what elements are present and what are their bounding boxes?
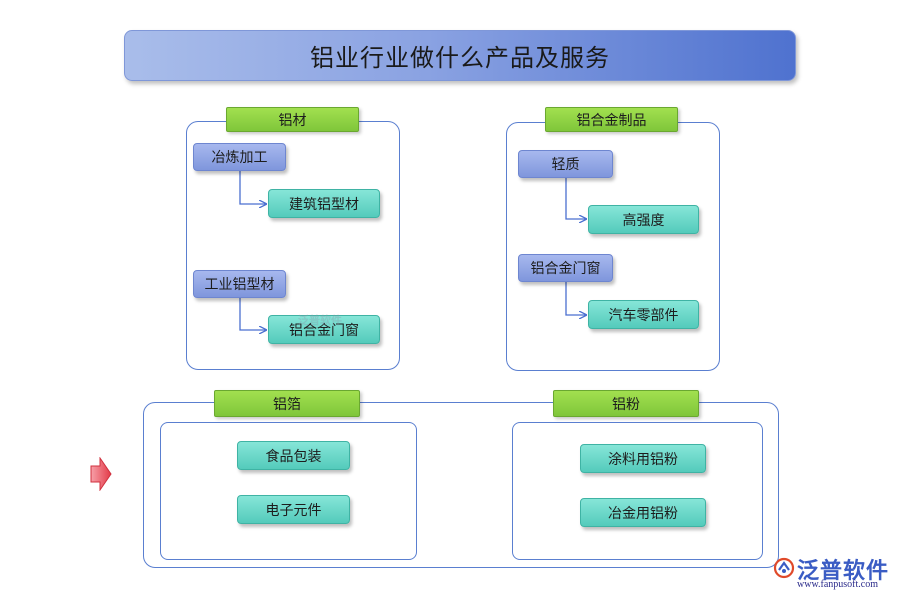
node-coating-powder: 涂料用铝粉 [580,444,706,473]
node-auto-parts: 汽车零部件 [588,300,699,329]
node-alloy-door-window-1: 铝合金门窗 [268,315,380,344]
brand-name: 泛普软件 [797,559,890,584]
node-lightweight: 轻质 [518,150,613,178]
tag-foil: 铝箔 [214,390,360,417]
page-title: 铝业行业做什么产品及服务 [124,30,796,81]
tag-aluminum-material: 铝材 [226,107,359,132]
brand-url: www.fanpusoft.com [797,579,879,590]
node-building-profile: 建筑铝型材 [268,189,380,218]
watermark-text: 泛普软件 [298,314,342,327]
node-alloy-door-window-2: 铝合金门窗 [518,254,613,282]
connector-alloy-window [565,281,586,315]
right-arrow-icon [90,457,112,491]
node-metallurgy-powder: 冶金用铝粉 [580,498,706,527]
connector-industrial [239,297,266,330]
section-frame-powder [512,422,763,560]
connector-smelting [239,171,266,204]
fanpu-logo-icon [773,557,795,579]
tag-alloy-products: 铝合金制品 [545,107,678,132]
connector-lightweight [565,178,586,219]
node-industrial-profile: 工业铝型材 [193,270,286,298]
node-smelting-processing: 冶炼加工 [193,143,286,171]
node-food-packaging: 食品包装 [237,441,350,470]
node-high-strength: 高强度 [588,205,699,234]
tag-powder: 铝粉 [553,390,699,417]
node-electronic-components: 电子元件 [237,495,350,524]
